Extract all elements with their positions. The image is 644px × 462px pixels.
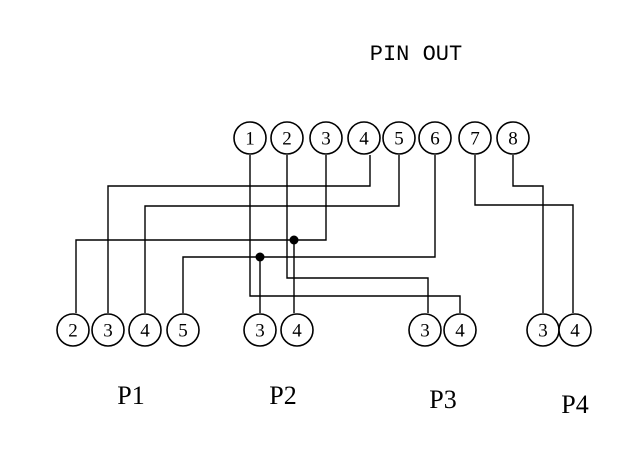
pin-number: 3 [538, 321, 548, 342]
pin-number: 6 [430, 129, 440, 150]
junction-dot [255, 252, 265, 262]
wire-top5-p1-4 [144, 155, 400, 313]
pin-number: 5 [178, 321, 188, 342]
wire-top2-p3-3 [286, 155, 429, 313]
pin-circle [270, 121, 304, 155]
wire-top6-p1-5 [182, 155, 436, 313]
pin-number: 4 [359, 129, 369, 150]
top-pin-6: 6 [418, 121, 452, 155]
pin-circle [408, 313, 442, 347]
pin-number: 7 [470, 129, 480, 150]
pin-number: 4 [292, 321, 302, 342]
pin-circle [128, 313, 162, 347]
pin-p1-4: 4 [128, 313, 162, 347]
pin-number: 3 [420, 321, 430, 342]
pin-number: 8 [508, 129, 518, 150]
wire-top3-p1-2 [75, 155, 327, 313]
junction-dot [289, 235, 299, 245]
pin-p3-3: 3 [408, 313, 442, 347]
pin-number: 4 [140, 321, 150, 342]
top-pin-4: 4 [347, 121, 381, 155]
top-connector: 1 2 3 4 5 6 7 8 [233, 121, 530, 155]
pin-number: 4 [570, 321, 580, 342]
pin-p1-5: 5 [166, 313, 200, 347]
diagram-title: PIN OUT [370, 42, 462, 67]
wire-top1-p3-4 [249, 155, 461, 313]
pin-circle [347, 121, 381, 155]
pin-p2-4: 4 [280, 313, 314, 347]
group-label-p4: P4 [561, 390, 588, 419]
pin-circle [382, 121, 416, 155]
pin-circle [91, 313, 125, 347]
pin-p2-3: 3 [243, 313, 277, 347]
pin-circle [166, 313, 200, 347]
pin-number: 3 [103, 321, 113, 342]
top-pin-2: 2 [270, 121, 304, 155]
group-label-p2: P2 [269, 381, 296, 410]
top-pin-7: 7 [458, 121, 492, 155]
pin-circle [496, 121, 530, 155]
wire-top4-p1-3 [107, 155, 371, 313]
top-pin-3: 3 [309, 121, 343, 155]
bottom-connectors: 2 3 4 5 3 4 3 4 3 4 [56, 313, 592, 347]
pin-p3-4: 4 [443, 313, 477, 347]
pin-number: 2 [282, 129, 292, 150]
top-pin-8: 8 [496, 121, 530, 155]
pin-number: 1 [245, 129, 255, 150]
pin-p1-2: 2 [56, 313, 90, 347]
pin-number: 4 [455, 321, 465, 342]
pin-circle [280, 313, 314, 347]
pin-number: 5 [394, 129, 404, 150]
top-pin-5: 5 [382, 121, 416, 155]
pin-number: 2 [68, 321, 78, 342]
pin-circle [443, 313, 477, 347]
pin-circle [309, 121, 343, 155]
pin-p4-3: 3 [526, 313, 560, 347]
wire-top8-p4-3 [512, 155, 544, 313]
pin-circle [458, 121, 492, 155]
top-pin-1: 1 [233, 121, 267, 155]
wire-top7-p4-4 [474, 155, 574, 313]
pin-circle [56, 313, 90, 347]
pin-p1-3: 3 [91, 313, 125, 347]
pin-circle [558, 313, 592, 347]
pin-circle [243, 313, 277, 347]
pin-circle [233, 121, 267, 155]
pin-circle [418, 121, 452, 155]
group-label-p3: P3 [429, 385, 456, 414]
group-label-p1: P1 [117, 381, 144, 410]
pin-number: 3 [321, 129, 331, 150]
pin-number: 3 [255, 321, 265, 342]
pin-p4-4: 4 [558, 313, 592, 347]
wiring [75, 155, 574, 313]
